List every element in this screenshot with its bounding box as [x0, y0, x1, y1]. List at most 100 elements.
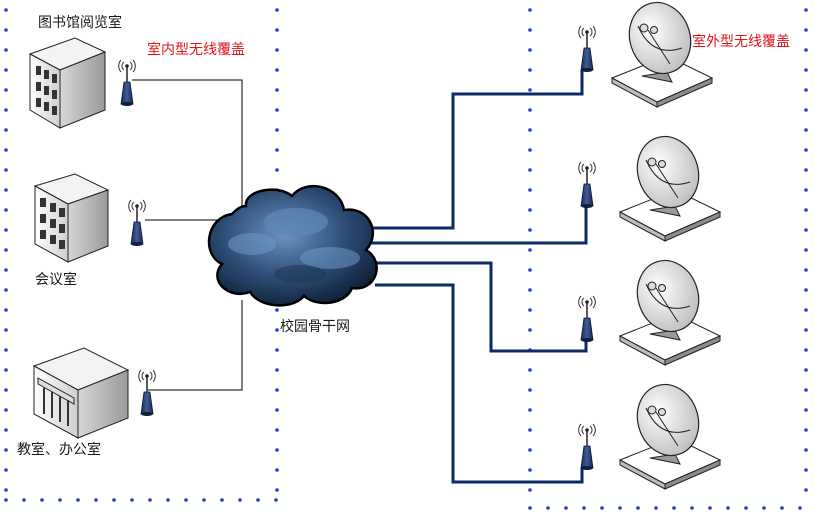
border-dot [804, 48, 808, 52]
indoor-antenna-icon [117, 59, 137, 107]
border-dot [804, 368, 808, 372]
border-dot [528, 268, 532, 272]
border-dot [4, 168, 8, 172]
border-dot [238, 498, 242, 502]
border-dot [804, 28, 808, 32]
border-dot [4, 498, 8, 502]
indoor-coverage-label: 室内型无线覆盖 [147, 42, 245, 58]
border-dot [148, 498, 152, 502]
border-dot [528, 128, 532, 132]
border-dot [256, 498, 260, 502]
border-dot [528, 88, 532, 92]
border-dot [528, 488, 532, 492]
border-dot [804, 468, 808, 472]
border-dot [528, 408, 532, 412]
satellite-dish-icon [619, 375, 721, 490]
classroom-office-label: 教室、办公室 [17, 442, 101, 458]
border-dot [804, 88, 808, 92]
border-dot [528, 148, 532, 152]
border-dot [804, 408, 808, 412]
network-cloud-icon [207, 184, 378, 307]
border-dot [654, 506, 658, 510]
border-dot [726, 506, 730, 510]
border-dot [202, 498, 206, 502]
border-dot [804, 188, 808, 192]
border-dot [4, 428, 8, 432]
border-dot [804, 308, 808, 312]
border-dot [804, 128, 808, 132]
border-dot [4, 128, 8, 132]
border-dot [275, 108, 279, 112]
border-dot [274, 498, 278, 502]
border-dot [804, 248, 808, 252]
border-dot [804, 68, 808, 72]
meeting-room-label: 会议室 [35, 272, 77, 288]
border-dot [546, 506, 550, 510]
satellite-dish-icon [619, 251, 721, 366]
border-dot [275, 388, 279, 392]
border-dot [528, 428, 532, 432]
border-dot [804, 228, 808, 232]
border-dot [4, 108, 8, 112]
border-dot [804, 208, 808, 212]
indoor-antenna-icon [137, 369, 157, 417]
outdoor-antenna-icon [577, 295, 597, 343]
satellite-dish-icon [619, 127, 721, 242]
border-dot [4, 188, 8, 192]
border-dot [804, 448, 808, 452]
border-dot [4, 68, 8, 72]
border-dot [184, 498, 188, 502]
border-dot [4, 88, 8, 92]
border-dot [4, 288, 8, 292]
border-dot [4, 388, 8, 392]
border-dot [528, 368, 532, 372]
border-dot [528, 188, 532, 192]
border-dot [275, 128, 279, 132]
border-dot [4, 268, 8, 272]
border-dot [804, 488, 808, 492]
border-dot [4, 348, 8, 352]
border-dot [4, 148, 8, 152]
border-dot [528, 228, 532, 232]
border-dot [275, 48, 279, 52]
border-dot [528, 168, 532, 172]
border-dot [804, 328, 808, 332]
border-dot [112, 498, 116, 502]
border-dot [275, 448, 279, 452]
border-dot [275, 328, 279, 332]
border-dot [636, 506, 640, 510]
border-dot [528, 468, 532, 472]
border-dot [4, 448, 8, 452]
border-dot [528, 388, 532, 392]
border-dot [804, 268, 808, 272]
border-dot [804, 428, 808, 432]
border-dot [804, 348, 808, 352]
border-dot [275, 368, 279, 372]
satellite-dish-icon [611, 0, 713, 108]
border-dot [600, 506, 604, 510]
border-dot [528, 288, 532, 292]
classroom-building-icon [32, 347, 130, 439]
campus-backbone-label: 校园骨干网 [280, 319, 350, 335]
border-dot [690, 506, 694, 510]
outdoor-antenna-icon [577, 25, 597, 73]
border-dot [804, 108, 808, 112]
border-dot [220, 498, 224, 502]
meeting-building-icon [33, 173, 110, 263]
border-dot [4, 208, 8, 212]
border-dot [762, 506, 766, 510]
border-dot [4, 468, 8, 472]
border-dot [40, 498, 44, 502]
border-dot [798, 506, 802, 510]
border-dot [275, 488, 279, 492]
border-dot [275, 168, 279, 172]
border-dot [4, 8, 8, 12]
border-dot [780, 506, 784, 510]
border-dot [804, 148, 808, 152]
border-dot [804, 288, 808, 292]
border-dot [275, 28, 279, 32]
border-dot [804, 8, 808, 12]
border-dot [275, 308, 279, 312]
border-dot [528, 328, 532, 332]
